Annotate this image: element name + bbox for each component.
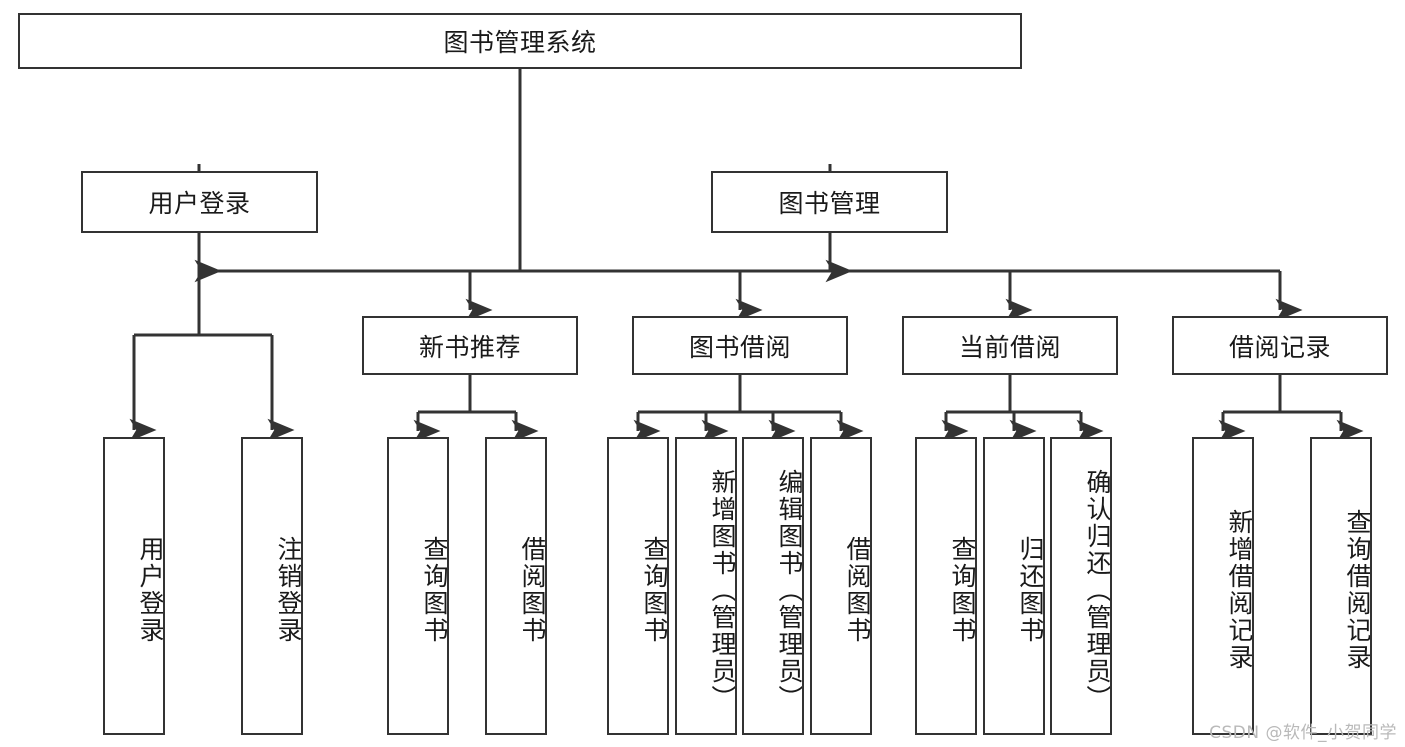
node-leaf-add-book-admin-label: 新增图书（管理员） <box>708 468 737 712</box>
node-book-borrow-label: 图书借阅 <box>688 332 791 362</box>
node-borrow-record-label: 借阅记录 <box>1228 332 1331 362</box>
node-leaf-query-book-3-label: 查询图书 <box>948 536 977 644</box>
node-leaf-query-book-2[interactable]: 查询图书 <box>607 437 669 735</box>
node-leaf-logout-login-label: 注销登录 <box>274 536 303 644</box>
node-leaf-query-book-3[interactable]: 查询图书 <box>915 437 977 735</box>
watermark: CSDN @软件_小贺同学 <box>1209 723 1397 743</box>
node-leaf-query-borrow-record-label: 查询借阅记录 <box>1343 509 1372 671</box>
node-new-book-recommend[interactable]: 新书推荐 <box>362 316 578 375</box>
node-leaf-borrow-book-2[interactable]: 借阅图书 <box>810 437 872 735</box>
node-leaf-query-book-1-label: 查询图书 <box>420 536 449 644</box>
node-user-login[interactable]: 用户登录 <box>81 171 318 233</box>
node-root-label: 图书管理系统 <box>443 28 597 57</box>
node-leaf-query-borrow-record[interactable]: 查询借阅记录 <box>1310 437 1372 735</box>
node-current-borrow-label: 当前借阅 <box>958 332 1061 362</box>
node-leaf-borrow-book-1-label: 借阅图书 <box>518 536 547 644</box>
node-new-book-recommend-label: 新书推荐 <box>418 332 521 362</box>
node-leaf-borrow-book-2-label: 借阅图书 <box>843 536 872 644</box>
node-leaf-user-login[interactable]: 用户登录 <box>103 437 165 735</box>
node-leaf-return-book[interactable]: 归还图书 <box>983 437 1045 735</box>
node-book-borrow[interactable]: 图书借阅 <box>632 316 848 375</box>
node-leaf-query-book-2-label: 查询图书 <box>640 536 669 644</box>
node-leaf-edit-book-admin[interactable]: 编辑图书（管理员） <box>742 437 804 735</box>
node-leaf-confirm-return-admin-label: 确认归还（管理员） <box>1083 468 1112 712</box>
node-leaf-confirm-return-admin[interactable]: 确认归还（管理员） <box>1050 437 1112 735</box>
node-user-login-label: 用户登录 <box>148 189 251 218</box>
node-leaf-query-book-1[interactable]: 查询图书 <box>387 437 449 735</box>
node-root[interactable]: 图书管理系统 <box>18 13 1022 69</box>
node-current-borrow[interactable]: 当前借阅 <box>902 316 1118 375</box>
node-leaf-return-book-label: 归还图书 <box>1016 536 1045 644</box>
node-leaf-logout-login[interactable]: 注销登录 <box>241 437 303 735</box>
node-book-management-label: 图书管理 <box>778 189 881 218</box>
node-leaf-borrow-book-1[interactable]: 借阅图书 <box>485 437 547 735</box>
node-leaf-edit-book-admin-label: 编辑图书（管理员） <box>775 468 804 712</box>
node-borrow-record[interactable]: 借阅记录 <box>1172 316 1388 375</box>
node-leaf-add-book-admin[interactable]: 新增图书（管理员） <box>675 437 737 735</box>
node-leaf-add-borrow-record[interactable]: 新增借阅记录 <box>1192 437 1254 735</box>
node-book-management[interactable]: 图书管理 <box>711 171 948 233</box>
node-leaf-add-borrow-record-label: 新增借阅记录 <box>1225 509 1254 671</box>
node-leaf-user-login-label: 用户登录 <box>136 536 165 644</box>
